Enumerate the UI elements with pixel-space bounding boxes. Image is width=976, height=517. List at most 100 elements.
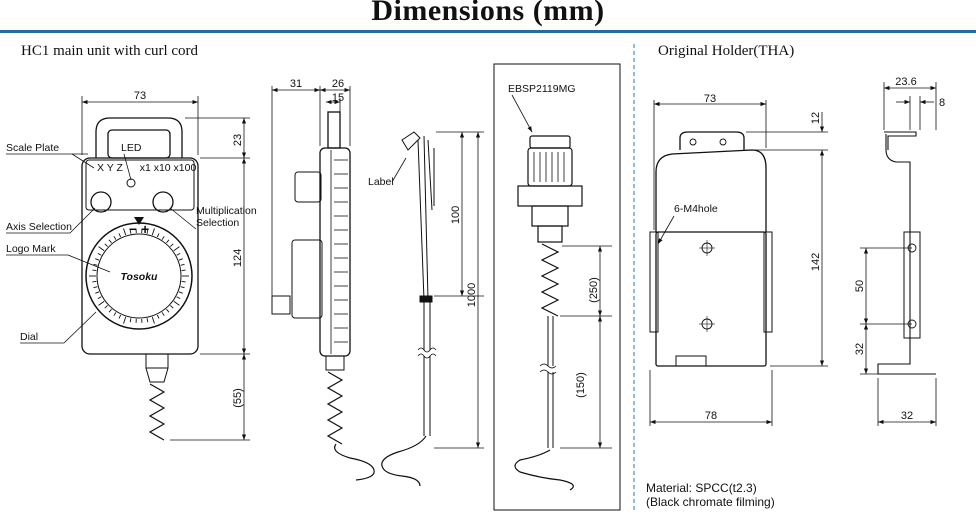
dial-tick xyxy=(178,291,183,294)
dial-tick xyxy=(161,236,165,240)
led-indicator xyxy=(126,178,136,188)
dial-tick xyxy=(95,258,100,261)
side-body xyxy=(319,147,351,357)
dial-tick xyxy=(129,229,132,234)
dim-side-26: 26 xyxy=(332,78,344,90)
dial-tick xyxy=(156,314,160,319)
dial-tick xyxy=(113,312,117,316)
front-body xyxy=(81,157,199,355)
cable-view xyxy=(381,131,437,487)
dim-front-top: 23 xyxy=(232,134,244,146)
dial-tick xyxy=(93,286,98,289)
label-axis-selection: Axis Selection xyxy=(6,221,72,233)
label-multiplication: Multiplication xyxy=(196,205,257,217)
dial-ticks xyxy=(89,228,189,324)
mult-values: x1 x10 x100 xyxy=(140,162,197,174)
holder-tab xyxy=(679,131,745,150)
dial-tick xyxy=(123,316,127,324)
holder-body-top xyxy=(655,149,767,232)
dial-tick xyxy=(151,316,155,324)
dial-tick xyxy=(176,252,181,256)
page-title: Dimensions (mm) xyxy=(371,0,605,27)
dim-front-cord: (55) xyxy=(232,388,244,408)
dial-tick xyxy=(113,236,117,240)
dim-holder-32h: 32 xyxy=(901,410,913,422)
dial-tick xyxy=(170,305,174,309)
title-rule xyxy=(0,30,976,33)
dial-tick xyxy=(98,246,105,252)
axis-letters: X Y Z xyxy=(97,162,123,174)
cord-boot xyxy=(145,353,169,369)
dial-tick xyxy=(176,296,181,300)
dial-tick xyxy=(97,252,102,256)
dial-inner-ring xyxy=(96,233,182,319)
dial-tick xyxy=(156,233,160,238)
label-connector: EBSP2119MG xyxy=(508,83,576,95)
dim-cable-1000: 1000 xyxy=(466,283,478,307)
dial-tick xyxy=(173,246,180,252)
dial-tick xyxy=(166,308,170,313)
dim-front-body: 124 xyxy=(232,249,244,267)
material-line-1: Material: SPCC(t2.3) xyxy=(646,481,757,495)
section-title-main-unit: HC1 main unit with curl cord xyxy=(21,43,199,59)
scale-plate xyxy=(85,159,195,211)
header: Dimensions (mm) xyxy=(0,0,976,33)
connector-frame xyxy=(493,63,621,511)
dial-tick xyxy=(166,239,170,244)
dial-tick xyxy=(161,312,165,316)
side-ribs xyxy=(334,159,348,343)
dim-holder-142: 142 xyxy=(810,253,822,271)
dial-tick xyxy=(98,300,105,306)
dial-tick xyxy=(173,300,180,306)
side-view xyxy=(271,111,375,481)
dim-holder-50: 50 xyxy=(854,280,866,292)
label-label: Label xyxy=(368,176,394,188)
dim-holder-bottom: 78 xyxy=(705,410,717,422)
dim-holder-23-6: 23.6 xyxy=(895,76,916,88)
side-curl-cord xyxy=(334,443,375,481)
holder-body xyxy=(655,231,767,367)
dial-tick xyxy=(93,263,98,266)
label-dial: Dial xyxy=(20,331,38,343)
dial-tick xyxy=(118,314,122,319)
dial-tick xyxy=(123,228,127,236)
material-line-2: (Black chromate filming) xyxy=(646,495,775,509)
dial-tick xyxy=(108,308,112,313)
label-scale-plate: Scale Plate xyxy=(6,142,59,154)
dial-tick xyxy=(92,280,97,283)
dial-tick xyxy=(104,305,108,309)
dial-tick xyxy=(118,233,122,238)
dial-tick xyxy=(151,228,155,236)
dim-holder-32v: 32 xyxy=(854,343,866,355)
dim-cable-100: 100 xyxy=(450,206,462,224)
side-button xyxy=(271,295,291,315)
label-logo-mark: Logo Mark xyxy=(6,243,56,255)
dial-tick xyxy=(104,243,108,247)
section-title-holder: Original Holder(THA) xyxy=(658,43,795,59)
minus-plus-sign: − + xyxy=(129,221,149,237)
dim-holder-8: 8 xyxy=(939,97,945,109)
dial-tick xyxy=(181,269,186,272)
dial-tick xyxy=(170,243,174,247)
dim-holder-width: 73 xyxy=(704,93,716,105)
axis-selection-knob xyxy=(90,191,112,213)
dim-holder-12: 12 xyxy=(810,112,822,124)
front-handle xyxy=(95,117,183,158)
front-view xyxy=(81,117,199,441)
side-knob xyxy=(294,171,322,203)
dial-tick xyxy=(181,280,186,283)
curl-cord xyxy=(148,383,166,441)
dial-tick xyxy=(95,291,100,294)
dial-tick xyxy=(129,318,132,323)
dial-tick xyxy=(92,269,97,272)
side-handle xyxy=(327,111,341,149)
dial-tick xyxy=(180,286,185,289)
dim-side-31: 31 xyxy=(290,78,302,90)
connector xyxy=(514,135,583,491)
dial-tick xyxy=(180,263,185,266)
dim-front-width: 73 xyxy=(134,90,146,102)
dial-tick xyxy=(146,229,149,234)
dim-conn-250: (250) xyxy=(588,277,600,303)
multiplication-knob xyxy=(152,191,174,213)
